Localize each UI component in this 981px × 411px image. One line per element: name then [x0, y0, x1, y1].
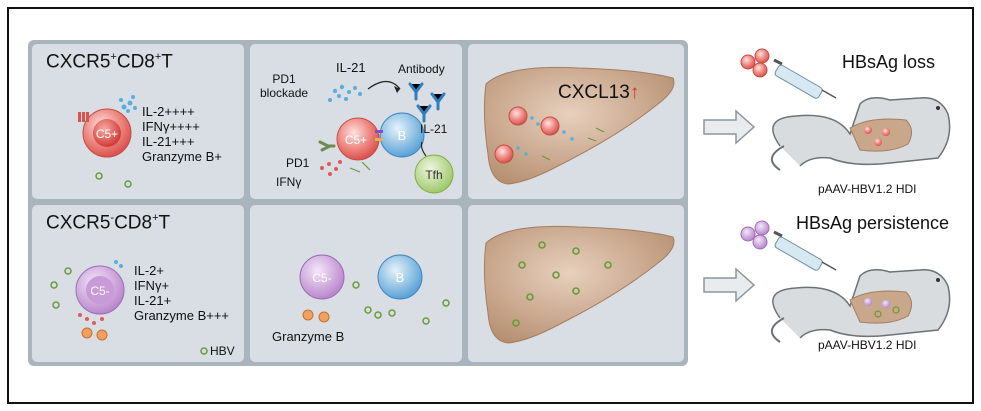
antibody-icon [408, 82, 446, 123]
c5pos-cells-in-liver [494, 106, 560, 164]
cytokine-dots [516, 116, 574, 156]
ifng-dots [320, 160, 342, 176]
title-cxcr5pos: CXCR5+CD8+T [46, 51, 173, 73]
liver-icon [483, 66, 675, 185]
liver-icon [483, 225, 675, 344]
panel-top-liver: CXCL13↑ [468, 44, 684, 199]
panel-top-cxcr5pos: CXCR5+CD8+T C5+ [32, 44, 244, 199]
antibody-label: Antibody [398, 62, 445, 76]
mouse-icon [771, 269, 951, 343]
cytokine-dots [114, 260, 123, 268]
model-bottom-label: pAAV-HBV1.2 HDI [818, 338, 917, 352]
arrow-top-icon [703, 109, 756, 145]
hbv-virus-icon [349, 161, 371, 173]
panel-area: CXCR5+CD8+T C5+ [28, 40, 688, 366]
liver-cells-icon [864, 126, 890, 146]
tfh-cell [414, 154, 454, 194]
syringe-icon [773, 58, 837, 99]
outcome-top-label: HBsAg loss [842, 52, 936, 72]
mouse-bottom-illustration [740, 220, 951, 343]
liver-bottom-illustration [483, 225, 675, 344]
panel-bottom-liver [468, 205, 684, 362]
panel-top-mechanism: C5+ B Tfh IL-21 Antibody [250, 44, 462, 199]
arrow-icon [367, 80, 401, 90]
synapse-icon [375, 130, 383, 141]
granzyme-dots [78, 313, 104, 325]
granzyme-label: Granzyme B [272, 329, 345, 344]
pd1-receptor-icon [318, 140, 336, 152]
cxcl13-label: CXCL13↑ [558, 82, 640, 103]
granzyme-vesicle-icon [302, 309, 330, 323]
b-cell-bottom-label: B [396, 270, 405, 285]
cxcr5neg-cell-illustration: C5- [50, 260, 208, 355]
panel-bottom-cxcr5neg: CXCR5-CD8+T C5- [32, 205, 244, 362]
il21-dots [328, 84, 362, 102]
cxcr5pos-cytokine-list: IL-2++++ IFNγ++++ IL-21+++ Granzyme B+ [142, 104, 222, 164]
receptor-icon [78, 112, 89, 122]
model-top-label: pAAV-HBV1.2 HDI [818, 182, 917, 196]
pd1-label: PD1 [286, 156, 310, 170]
c5pos-mech-label: C5+ [345, 133, 367, 147]
title-cxcr5neg: CXCR5-CD8+T [46, 212, 171, 234]
c5pos-nucleus [93, 119, 121, 147]
hbv-virus-icon [352, 281, 450, 325]
cxcr5neg-cytokine-list: IL-2+ IFNγ+ IL-21+ Granzyme B+++ [134, 263, 230, 323]
mouse-top-illustration [740, 48, 951, 171]
c5neg-nucleus [86, 276, 114, 304]
hbv-virus-icon [512, 241, 612, 327]
hbv-virus-icon [95, 172, 132, 188]
c5neg-cell-mech [299, 254, 345, 300]
c5neg-mech-label: C5- [312, 271, 331, 285]
outcome-bottom-label: HBsAg persistence [796, 213, 950, 233]
c5pos-label: C5+ [96, 127, 118, 141]
granzyme-vesicle-icon [81, 327, 108, 341]
arrow-bottom-icon [703, 267, 756, 303]
panel-bottom-mechanism: C5- B Granzyme B [250, 205, 462, 362]
b-cell [379, 112, 425, 158]
arrow-tfh-icon [420, 141, 427, 157]
tfh-label: Tfh [425, 168, 442, 182]
hbv-virus-icon [50, 267, 208, 355]
mechanism-illustration: C5+ B Tfh [318, 80, 454, 194]
hbv-virus-icon [541, 127, 605, 161]
mouse-icon [771, 97, 951, 171]
syringe-icon [773, 230, 837, 271]
cytokine-dots [119, 95, 137, 113]
b-cell-bottom [377, 254, 423, 300]
bottom-mechanism-illustration: C5- B [299, 254, 450, 325]
c5neg-label: C5- [90, 284, 109, 298]
liver-top-illustration [483, 66, 675, 185]
virus-particles-icon [740, 48, 770, 78]
hbv-legend-label: HBV [210, 344, 235, 358]
il21-label: IL-21 [336, 60, 366, 75]
virus-particles-icon [740, 220, 770, 250]
cxcr5pos-cell-illustration: C5+ [78, 95, 137, 188]
il21-right-label: IL-21 [420, 122, 448, 136]
b-cell-label: B [398, 128, 407, 143]
ifng-label: IFNγ [276, 175, 302, 189]
liver-cells-icon [864, 298, 900, 318]
